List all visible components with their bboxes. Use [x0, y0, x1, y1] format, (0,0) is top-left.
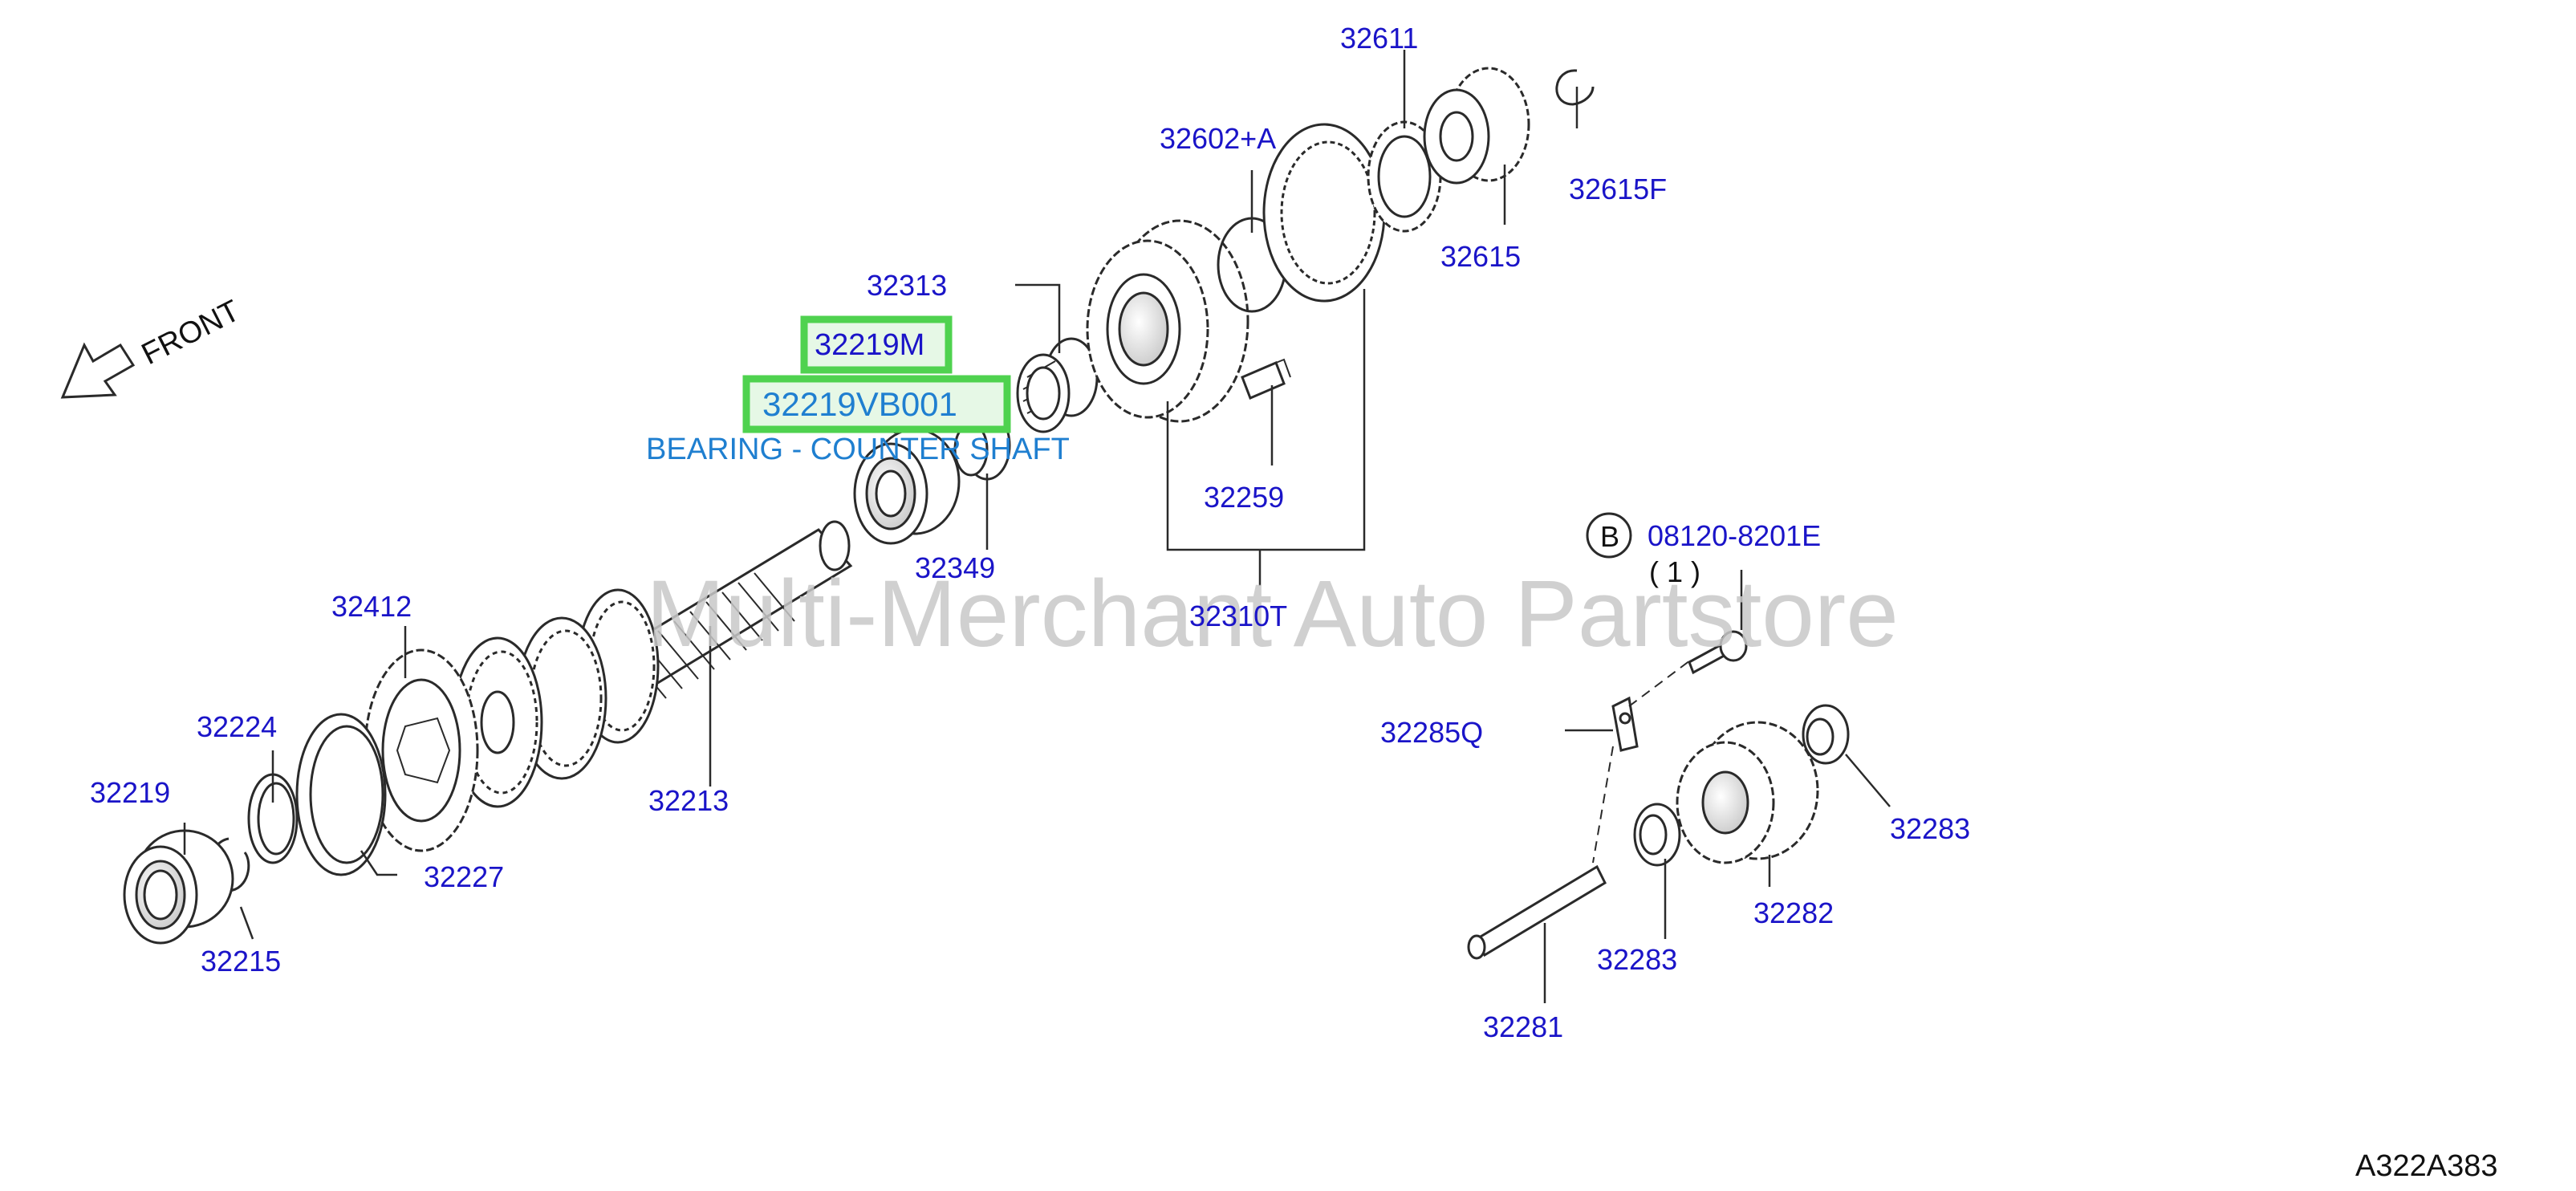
diagram-code: A322A383: [2355, 1149, 2498, 1183]
part-label-32215[interactable]: 32215: [201, 945, 281, 978]
exploded-drawing: [60, 67, 1850, 960]
part-label-32313[interactable]: 32313: [867, 269, 947, 302]
watermark: Multi-Merchant Auto Partstore: [646, 561, 1899, 667]
hub-32615-drawing: [1423, 67, 1530, 185]
bearing-32219-drawing: [123, 829, 234, 945]
leader-lines: [183, 50, 1891, 1003]
snap-ring-32615F-drawing: [1555, 69, 1595, 106]
part-label-32602A[interactable]: 32602+A: [1160, 122, 1276, 155]
part-label-32615F[interactable]: 32615F: [1569, 173, 1667, 205]
part-label-08120-8201E[interactable]: 08120-8201E: [1648, 519, 1821, 552]
part-label-32283-upper[interactable]: 32283: [1890, 812, 1970, 845]
part-label-32219VB001[interactable]: 32219VB001: [762, 385, 957, 423]
counter-shaft-drawing: [452, 520, 853, 808]
part-label-32259[interactable]: 32259: [1204, 481, 1284, 514]
part-label-32349[interactable]: 32349: [915, 551, 995, 584]
part-label-32227[interactable]: 32227: [424, 860, 504, 893]
part-label-32219[interactable]: 32219: [90, 776, 170, 809]
needle-bearing-32313-drawing: [1016, 337, 1099, 433]
part-label-32310T[interactable]: 32310T: [1189, 600, 1287, 632]
part-label-32611[interactable]: 32611: [1340, 22, 1418, 55]
bearing-32219M-drawing: [853, 428, 961, 545]
part-label-32283-lower[interactable]: 32283: [1597, 943, 1677, 976]
part-label-32213[interactable]: 32213: [648, 784, 729, 817]
key-32259-drawing: [1241, 358, 1291, 400]
part-label-32285Q[interactable]: 32285Q: [1380, 716, 1483, 749]
part-label-32615[interactable]: 32615: [1440, 240, 1521, 273]
bolt-quantity: ( 1 ): [1649, 555, 1700, 588]
reference-circle-letter: B: [1600, 520, 1619, 553]
highlight-box-32219VB001: [742, 375, 1011, 433]
highlight-box-32219M: [800, 315, 953, 374]
reverse-idler-drawing: [1467, 630, 1850, 960]
part-label-32224[interactable]: 32224: [197, 710, 277, 743]
gear-32412-drawing: [364, 648, 479, 852]
part-description: BEARING - COUNTER SHAFT: [646, 433, 1070, 466]
front-arrow-icon: [60, 342, 136, 399]
part-label-32219M[interactable]: 32219M: [815, 328, 924, 362]
gear-32310T-drawing: [1086, 219, 1249, 423]
sleeve-drawing: [1262, 123, 1386, 303]
front-label: FRONT: [136, 294, 246, 372]
part-label-32412[interactable]: 32412: [331, 590, 412, 623]
reference-circle-icon: [1586, 512, 1632, 559]
part-label-32282[interactable]: 32282: [1753, 896, 1834, 929]
washer-32227-drawing: [295, 713, 387, 876]
part-label-32281[interactable]: 32281: [1483, 1010, 1563, 1043]
